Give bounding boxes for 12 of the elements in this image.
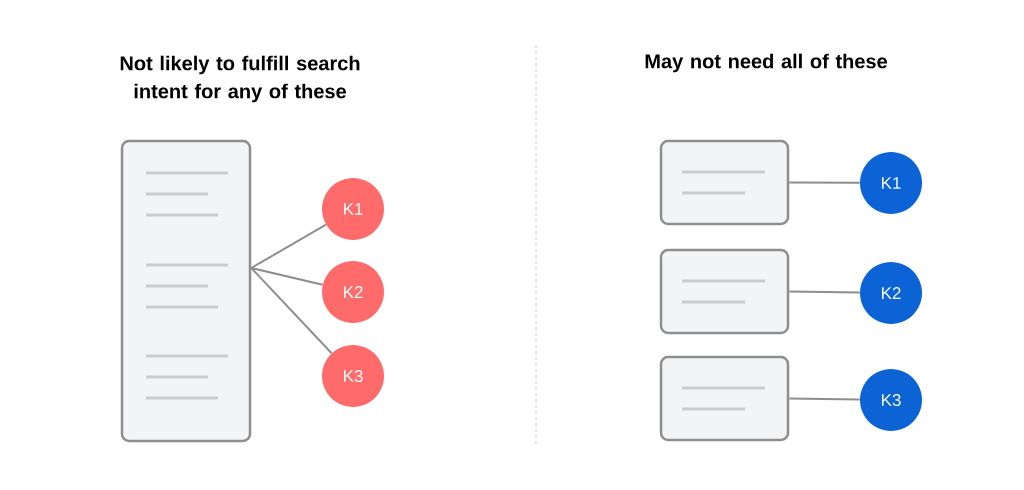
heading: May not need all of these	[645, 53, 887, 73]
connector-line	[250, 267, 324, 286]
connector-line	[788, 397, 861, 401]
card-drawing	[659, 355, 790, 442]
connector-line	[250, 223, 327, 269]
document-drawing	[120, 139, 252, 443]
card-drawing	[659, 248, 790, 335]
connector-line	[788, 290, 861, 294]
connector-line	[250, 267, 333, 355]
card-drawing	[659, 139, 790, 226]
heading: Not likely to fulfill search intent for any of these	[120, 55, 360, 103]
connector-line	[788, 181, 861, 184]
